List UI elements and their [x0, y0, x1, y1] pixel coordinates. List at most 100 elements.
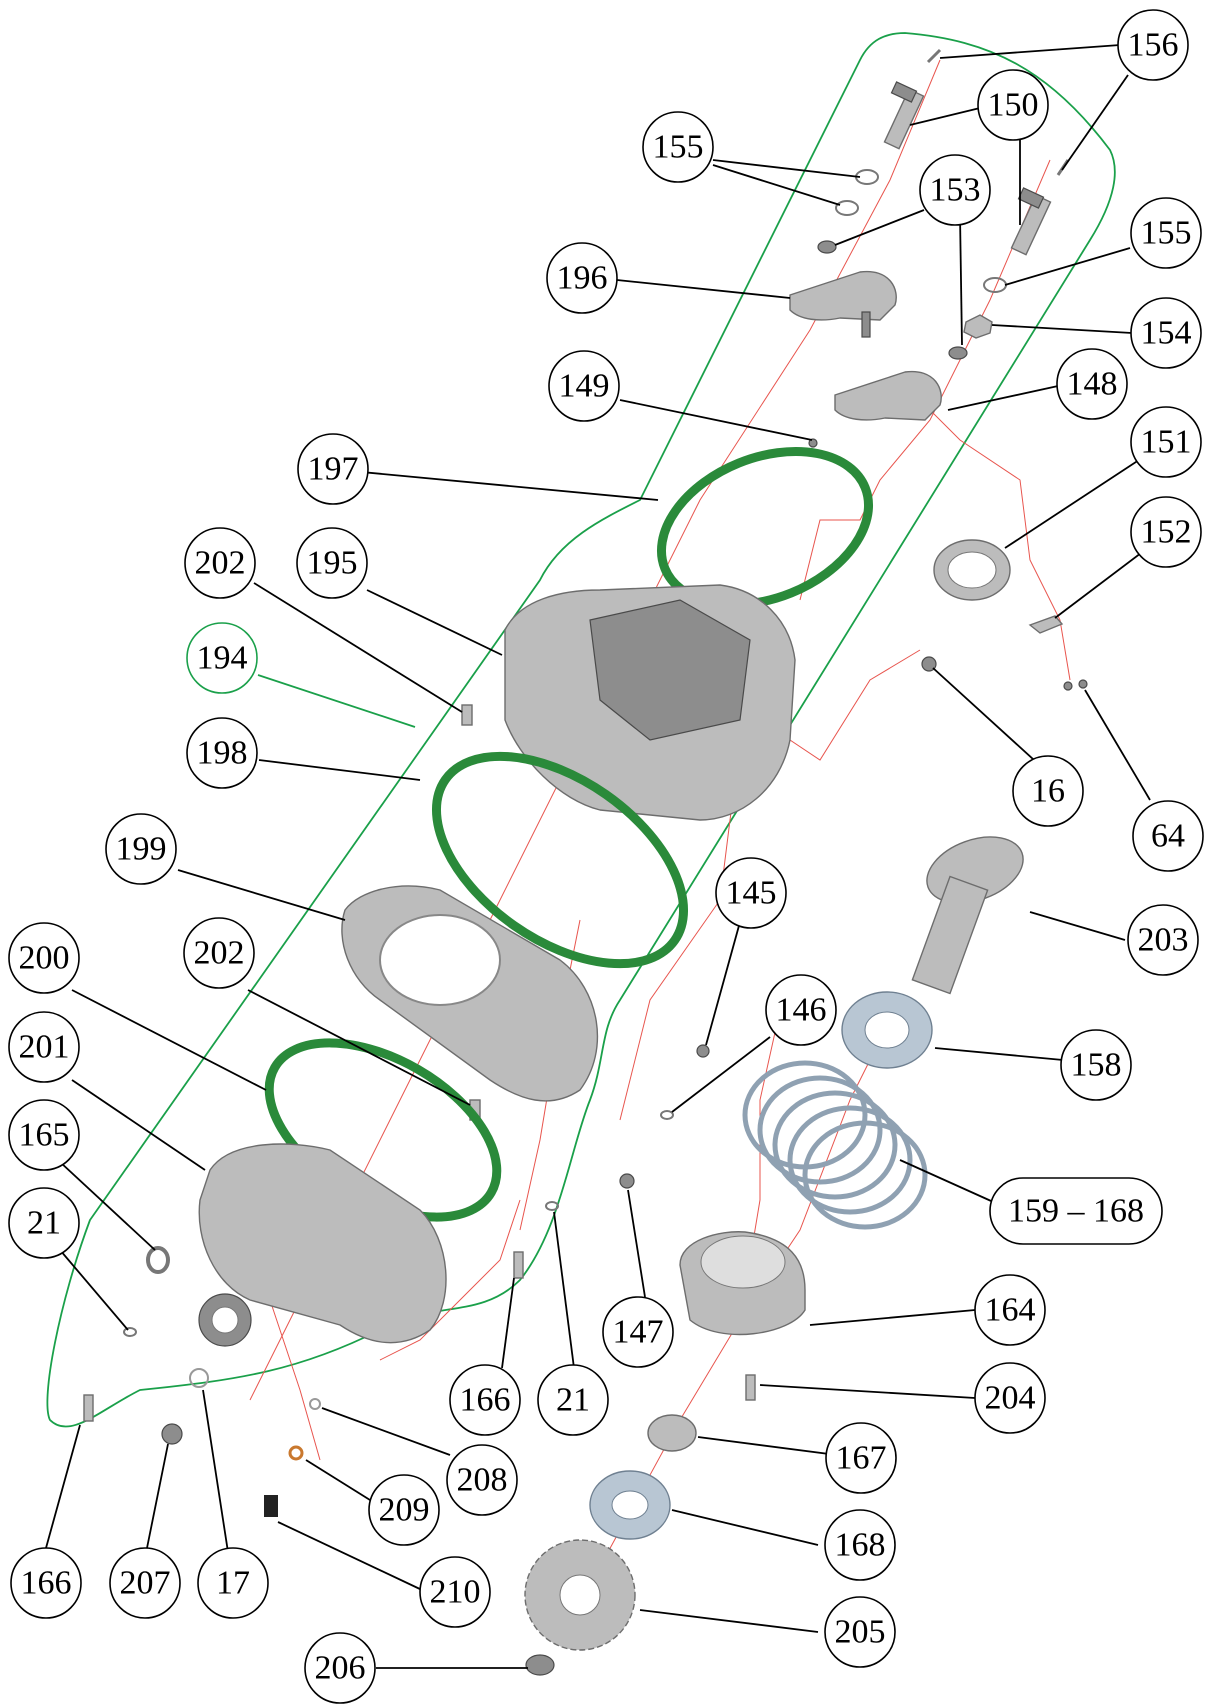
callout-label: 195: [307, 545, 358, 582]
callout-label: 168: [835, 1527, 886, 1564]
callout-153: 153: [919, 154, 991, 226]
bolt-166-a: [83, 1394, 94, 1422]
callout-16: 16: [1012, 755, 1084, 827]
callout-label: 197: [308, 451, 359, 488]
cover-199-opening: [379, 914, 501, 1006]
callout-label: 159 – 168: [1008, 1193, 1144, 1230]
bolt-166-b: [513, 1251, 524, 1279]
callout-203: 203: [1127, 904, 1199, 976]
bolt-150-a: [883, 81, 925, 150]
washer-146: [660, 1110, 674, 1120]
callout-155: 155: [1130, 197, 1202, 269]
callout-label: 167: [836, 1440, 887, 1477]
washer-155-c: [983, 277, 1007, 293]
pin-156-a: [926, 48, 942, 64]
callout-145: 145: [715, 857, 787, 929]
nut-153-b: [948, 346, 968, 360]
cap-196: [789, 270, 897, 321]
callout-label: 164: [985, 1292, 1036, 1329]
lockplate-154: [963, 314, 993, 339]
callout-202: 202: [183, 917, 255, 989]
callout-label: 150: [988, 87, 1039, 124]
callout-label: 199: [116, 831, 167, 868]
callout-154: 154: [1130, 297, 1202, 369]
callout-206: 206: [304, 1632, 376, 1704]
callout-158: 158: [1060, 1029, 1132, 1101]
leader-lines: [45, 44, 1151, 1669]
pin-149: [808, 438, 818, 448]
callout-label: 155: [653, 129, 704, 166]
washer-21-a: [123, 1327, 137, 1337]
callout-label: 206: [315, 1650, 366, 1687]
callout-168: 168: [824, 1509, 896, 1581]
callout-label: 202: [195, 545, 246, 582]
callout-label: 201: [19, 1029, 70, 1066]
plug-16: [921, 656, 937, 672]
callout-194: 194: [186, 622, 258, 694]
callout-label: 64: [1151, 818, 1185, 855]
dowel-202-a: [461, 704, 473, 726]
callout-label: 166: [21, 1565, 72, 1602]
washer-21-b: [545, 1201, 559, 1211]
callout-label: 198: [197, 735, 248, 772]
callout-label: 149: [559, 368, 610, 405]
callout-202: 202: [184, 527, 256, 599]
callout-150: 150: [977, 69, 1049, 141]
callout-label: 200: [19, 940, 70, 977]
nut-145: [696, 1044, 710, 1058]
callout-label: 203: [1138, 922, 1189, 959]
callout-label: 202: [194, 935, 245, 972]
callout-159-168: 159 – 168: [989, 1177, 1163, 1245]
screw-64-a: [1063, 681, 1073, 691]
callout-166: 166: [10, 1547, 82, 1619]
nut-153-a: [817, 240, 837, 254]
callout-207: 207: [109, 1547, 181, 1619]
cap-148: [834, 370, 942, 421]
screw-64-b: [1078, 679, 1088, 689]
washer-155-b: [835, 200, 859, 216]
callout-197: 197: [297, 433, 369, 505]
callout-167: 167: [825, 1422, 897, 1494]
bolt-204: [745, 1374, 756, 1401]
callout-165: 165: [8, 1099, 80, 1171]
callout-label: 165: [19, 1117, 70, 1154]
callout-21: 21: [537, 1364, 609, 1436]
callout-label: 21: [556, 1382, 590, 1419]
callout-208: 208: [446, 1444, 518, 1516]
bearing-housing-164: [679, 1231, 806, 1336]
callout-label: 151: [1141, 424, 1192, 461]
callout-151: 151: [1130, 406, 1202, 478]
cap-196-stud: [861, 311, 871, 338]
callout-label: 208: [457, 1462, 508, 1499]
callout-label: 153: [930, 172, 981, 209]
callout-label: 152: [1141, 514, 1192, 551]
bearing-158-bore: [864, 1011, 910, 1049]
nut-206: [525, 1654, 555, 1676]
bolt-150-b: [1010, 187, 1052, 256]
callout-label: 196: [557, 260, 608, 297]
callout-205: 205: [824, 1596, 896, 1668]
callout-147: 147: [602, 1296, 674, 1368]
callout-164: 164: [974, 1274, 1046, 1346]
callout-21: 21: [8, 1187, 80, 1259]
housing-195: [504, 584, 796, 821]
callout-148: 148: [1056, 348, 1128, 420]
callout-64: 64: [1132, 800, 1204, 872]
ring-167: [647, 1414, 697, 1452]
callout-label: 207: [120, 1565, 171, 1602]
callout-196: 196: [546, 242, 618, 314]
callout-149: 149: [548, 350, 620, 422]
callout-label: 158: [1071, 1047, 1122, 1084]
callout-201: 201: [8, 1011, 80, 1083]
callout-146: 146: [765, 974, 837, 1046]
callout-label: 156: [1128, 27, 1179, 64]
bearing-168-bore: [611, 1490, 649, 1520]
callout-label: 148: [1067, 366, 1118, 403]
eyebolt-165: [146, 1246, 170, 1274]
washer-209: [288, 1445, 304, 1461]
callout-label: 209: [379, 1492, 430, 1529]
callout-155: 155: [642, 111, 714, 183]
callout-label: 204: [985, 1380, 1036, 1417]
callout-label: 146: [776, 992, 827, 1029]
